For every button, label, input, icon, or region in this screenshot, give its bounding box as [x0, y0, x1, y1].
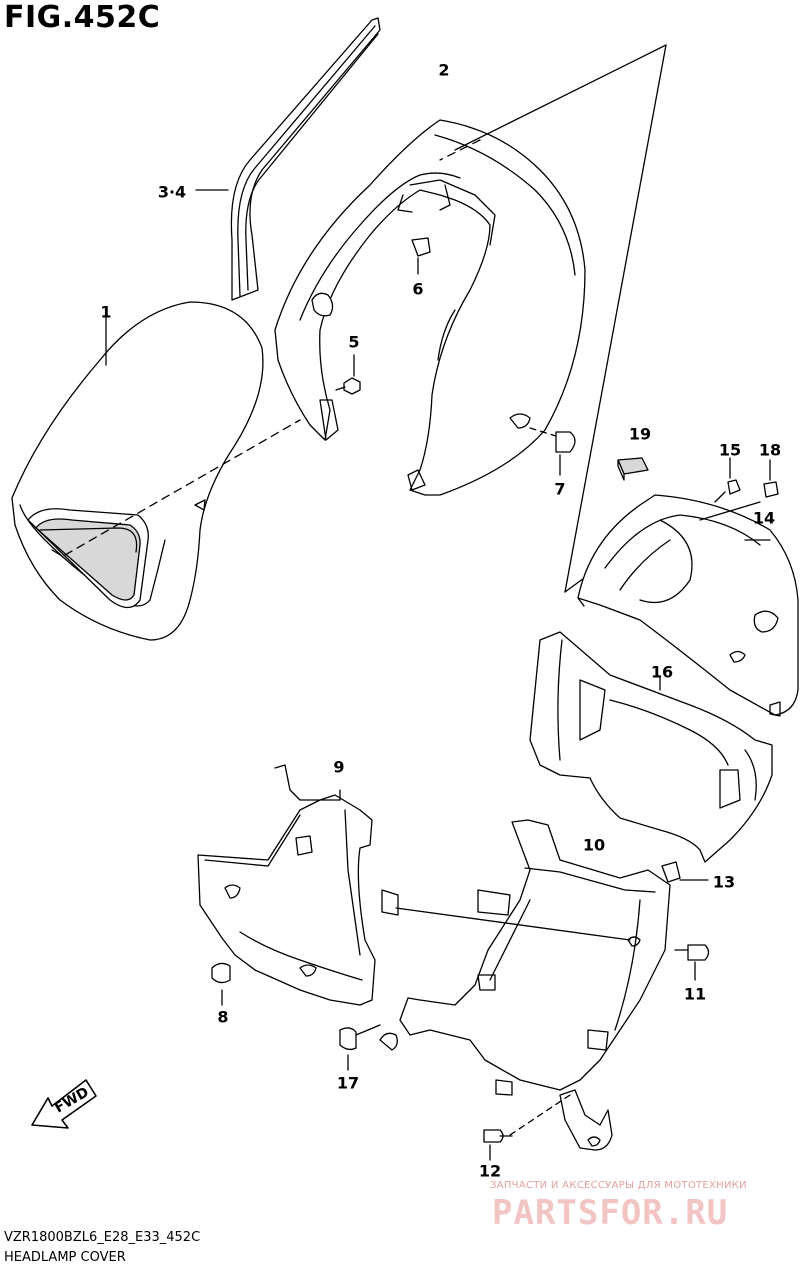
watermark-logo: PARTSFOR.RU [492, 1193, 729, 1233]
callout-3-4: 3·4 [157, 182, 187, 202]
part-12-bolt [483, 1129, 513, 1161]
callout-14: 14 [752, 508, 776, 528]
part-12-dash-leader [509, 1094, 571, 1136]
part-1-headlamp-housing [11, 301, 264, 641]
part-11-bolt [674, 944, 710, 981]
callout-12: 12 [478, 1161, 502, 1181]
callout-8: 8 [217, 1007, 229, 1027]
callout-5: 5 [348, 332, 360, 352]
part-3-4-trim-strip [195, 17, 381, 301]
callout-11: 11 [683, 984, 707, 1004]
part-17-grommet [339, 1024, 381, 1071]
callout-15: 15 [718, 440, 742, 460]
callout-2: 2 [438, 60, 450, 80]
part-1-dash-leader [64, 419, 301, 556]
part-15-grommet [714, 457, 741, 503]
callout-17: 17 [336, 1073, 360, 1093]
callout-19: 19 [628, 424, 652, 444]
callout-13: 13 [712, 872, 736, 892]
part-8-grommet [211, 962, 231, 1006]
part-2-upper-cowl [274, 119, 586, 496]
part-16-lower-panel [529, 631, 773, 863]
part-14-inner-panel [577, 494, 799, 717]
callout-6: 6 [412, 279, 424, 299]
part-9-left-bracket [197, 764, 399, 1006]
callout-16: 16 [650, 662, 674, 682]
callout-10: 10 [582, 835, 606, 855]
part-13-fastener [661, 861, 709, 883]
model-code: VZR1800BZL6_E28_E33_452C [4, 1230, 201, 1245]
part-18-nut [763, 459, 779, 498]
figure-caption: HEADLAMP COVER [4, 1250, 126, 1265]
callout-1: 1 [100, 302, 112, 322]
callout-7: 7 [554, 479, 566, 499]
part-9-10-link-line [395, 907, 631, 941]
part-19-rubber-block [617, 457, 649, 481]
fwd-arrow-icon: FWD [31, 1079, 97, 1129]
callout-18: 18 [758, 440, 782, 460]
callout-9: 9 [333, 757, 345, 777]
figure-title: FIG.452C [4, 0, 161, 35]
watermark-tagline: ЗАПЧАСТИ И АКСЕССУАРЫ ДЛЯ МОТОТЕХНИКИ [490, 1180, 747, 1191]
part-10-right-bracket [379, 819, 671, 1151]
part-5-screw [335, 354, 361, 395]
part-7-bolt [529, 427, 576, 476]
